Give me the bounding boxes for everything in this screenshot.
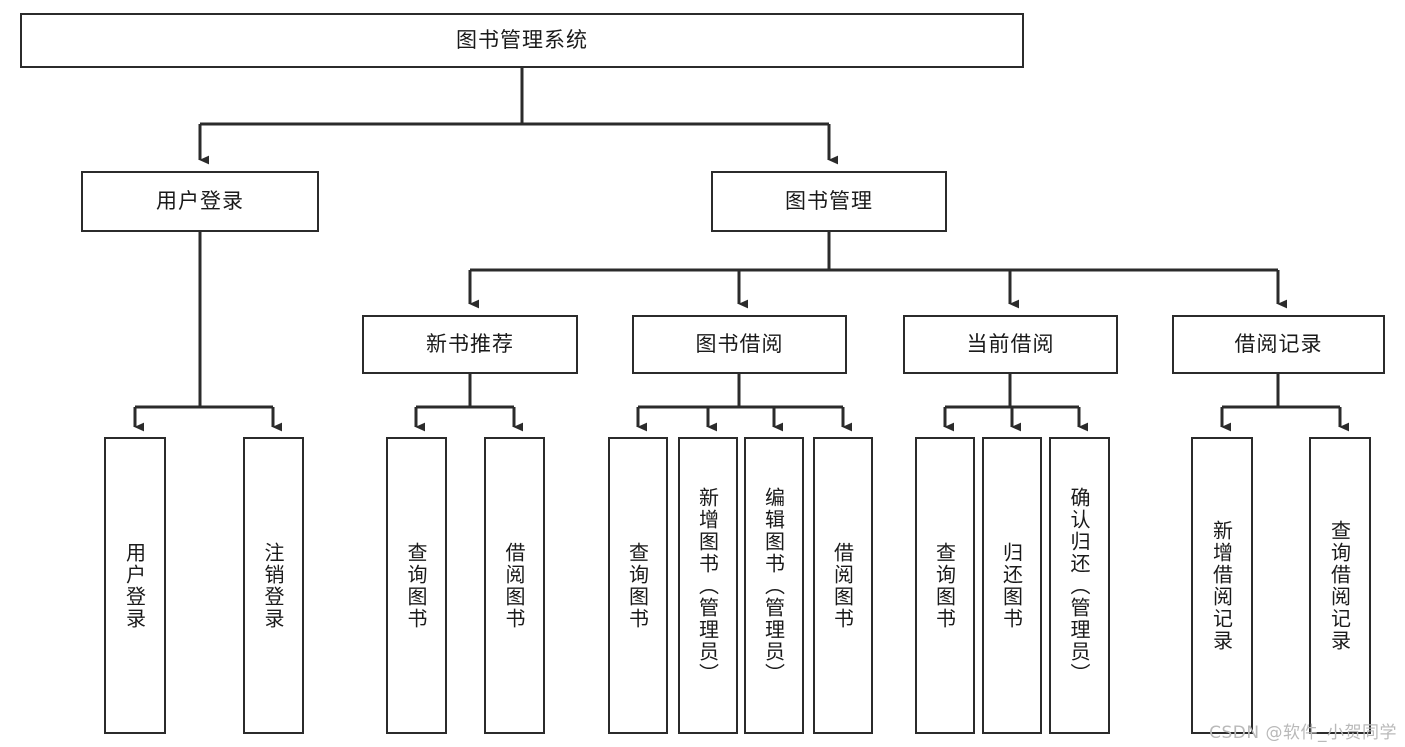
node-book-management-label: 图书管理 [785, 188, 873, 213]
node-current-borrow-label: 当前借阅 [966, 331, 1055, 356]
leaf-edit-book-admin-label: 编辑图书（管理员） [761, 486, 786, 685]
node-root[interactable]: 图书管理系统 [20, 13, 1024, 68]
node-book-borrow-label: 图书借阅 [695, 331, 784, 356]
leaf-confirm-return-admin-label: 确认归还（管理员） [1067, 486, 1091, 685]
leaf-borrow-book[interactable]: 借阅图书 [813, 437, 873, 734]
leaf-query-book-borrow-label: 查询图书 [625, 541, 650, 630]
leaf-query-borrow-record-label: 查询借阅记录 [1327, 519, 1352, 652]
leaf-borrow-book-newbook-label: 借阅图书 [502, 541, 526, 630]
node-root-label: 图书管理系统 [456, 27, 588, 52]
leaf-query-book-current-label: 查询图书 [932, 541, 957, 630]
leaf-query-book-newbook-label: 查询图书 [404, 541, 428, 630]
leaf-edit-book-admin[interactable]: 编辑图书（管理员） [744, 437, 804, 734]
leaf-logout-label: 注销登录 [261, 541, 285, 630]
node-new-book-recommend[interactable]: 新书推荐 [362, 315, 578, 374]
leaf-query-book-current[interactable]: 查询图书 [915, 437, 975, 734]
leaf-query-book-borrow[interactable]: 查询图书 [608, 437, 668, 734]
leaf-user-login[interactable]: 用户登录 [104, 437, 166, 734]
leaf-confirm-return-admin[interactable]: 确认归还（管理员） [1049, 437, 1110, 734]
leaf-add-borrow-record-label: 新增借阅记录 [1209, 519, 1234, 652]
leaf-query-borrow-record[interactable]: 查询借阅记录 [1309, 437, 1371, 734]
leaf-query-book-newbook[interactable]: 查询图书 [386, 437, 447, 734]
node-borrow-record-label: 借阅记录 [1234, 331, 1323, 356]
leaf-borrow-book-label: 借阅图书 [830, 541, 855, 630]
leaf-add-book-admin[interactable]: 新增图书（管理员） [678, 437, 738, 734]
node-user-login-label: 用户登录 [156, 188, 244, 213]
leaf-user-login-label: 用户登录 [122, 541, 147, 630]
node-current-borrow[interactable]: 当前借阅 [903, 315, 1118, 374]
node-new-book-recommend-label: 新书推荐 [426, 331, 514, 356]
node-book-borrow[interactable]: 图书借阅 [632, 315, 847, 374]
leaf-borrow-book-newbook[interactable]: 借阅图书 [484, 437, 545, 734]
leaf-logout[interactable]: 注销登录 [243, 437, 304, 734]
leaf-add-book-admin-label: 新增图书（管理员） [695, 486, 720, 685]
node-user-login[interactable]: 用户登录 [81, 171, 319, 232]
leaf-return-book[interactable]: 归还图书 [982, 437, 1042, 734]
node-borrow-record[interactable]: 借阅记录 [1172, 315, 1385, 374]
node-book-management[interactable]: 图书管理 [711, 171, 947, 232]
leaf-return-book-label: 归还图书 [999, 541, 1024, 630]
leaf-add-borrow-record[interactable]: 新增借阅记录 [1191, 437, 1253, 734]
